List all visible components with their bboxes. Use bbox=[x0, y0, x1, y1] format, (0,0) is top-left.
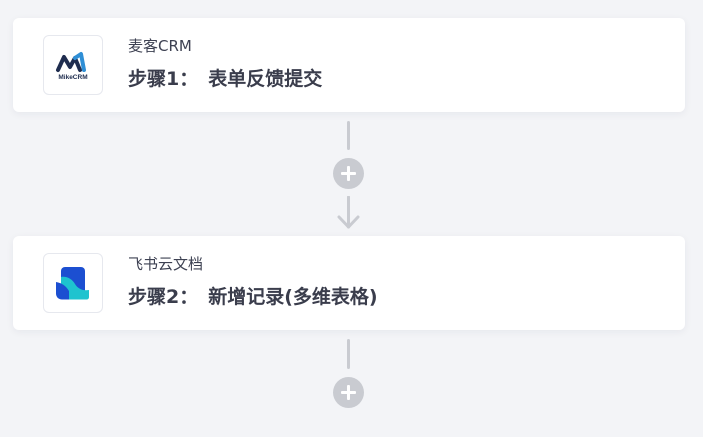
app-logo-feishu-docs bbox=[43, 253, 103, 313]
connector-line bbox=[347, 121, 350, 150]
mikecrm-logo-icon: MikeCRM bbox=[56, 52, 88, 81]
app-logo-mikecrm: MikeCRM bbox=[43, 35, 103, 95]
add-step-button[interactable] bbox=[333, 377, 364, 408]
step-action: 表单反馈提交 bbox=[208, 68, 323, 90]
step-label: 步骤2： bbox=[128, 286, 199, 308]
feishu-docs-logo-icon bbox=[56, 267, 89, 300]
step-title: 步骤2： 新增记录(多维表格) bbox=[128, 284, 378, 310]
workflow-step-card-2[interactable]: 飞书云文档 步骤2： 新增记录(多维表格) bbox=[13, 236, 685, 330]
app-name: 麦客CRM bbox=[128, 37, 192, 55]
mikecrm-logo-text: MikeCRM bbox=[58, 74, 87, 81]
step-title: 步骤1： 表单反馈提交 bbox=[128, 66, 322, 92]
step-label: 步骤1： bbox=[128, 68, 199, 90]
connector-line bbox=[347, 339, 350, 369]
app-name: 飞书云文档 bbox=[128, 255, 204, 273]
step-action: 新增记录(多维表格) bbox=[208, 286, 378, 308]
add-step-button[interactable] bbox=[333, 158, 364, 189]
workflow-step-card-1[interactable]: MikeCRM 麦客CRM 步骤1： 表单反馈提交 bbox=[13, 18, 685, 112]
arrow-down-icon bbox=[337, 196, 360, 229]
